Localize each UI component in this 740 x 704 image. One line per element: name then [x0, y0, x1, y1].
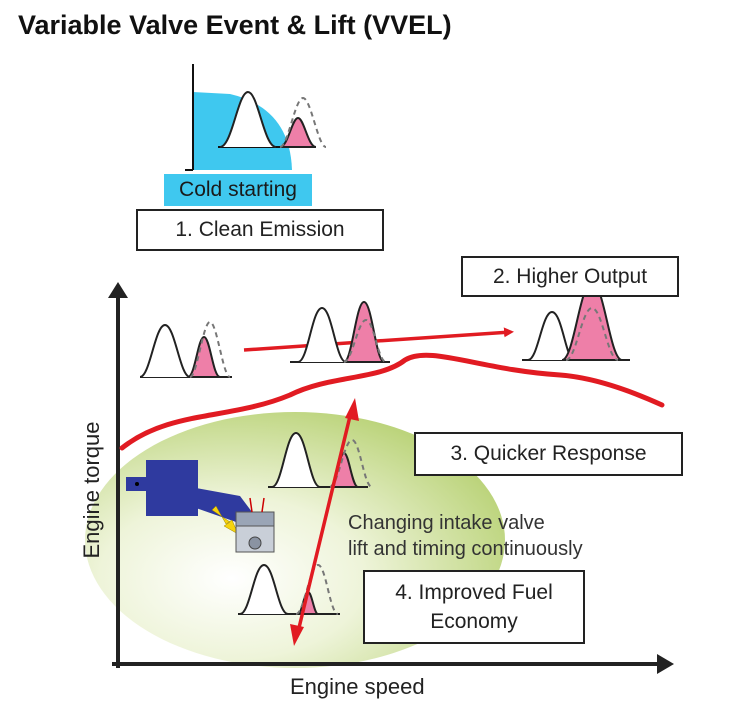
clean-emission-label: 1. Clean Emission: [175, 218, 345, 241]
axes: [108, 282, 674, 674]
valve-profile-high: [522, 280, 630, 361]
improved-fuel-economy-box: 4. Improved Fuel Economy: [363, 570, 585, 644]
clean-emission-box: 1. Clean Emission: [136, 209, 384, 251]
intake-flow-arrow: [211, 505, 239, 535]
improved-fuel-economy-label-1: 4. Improved Fuel: [395, 581, 553, 604]
improved-fuel-economy-label-2: Economy: [430, 610, 518, 633]
quicker-response-box: 3. Quicker Response: [414, 432, 683, 476]
cylinder-head: [235, 511, 275, 527]
cold-intake-dashed: [279, 96, 327, 148]
quicker-response-label: 3. Quicker Response: [450, 442, 647, 465]
torque-curve: [119, 352, 665, 451]
cold-exhaust-curve: [219, 90, 277, 148]
note-line-2: lift and timing continuously: [348, 538, 583, 560]
x-axis-label: Engine speed: [290, 674, 425, 699]
higher-output-label: 2. Higher Output: [492, 264, 648, 288]
note-line-1: Changing intake valve: [348, 512, 545, 534]
diagram-title: Variable Valve Event & Lift (VVEL): [18, 10, 452, 40]
lift-change-arrow: [290, 398, 359, 646]
valve-profile-low: [139, 320, 232, 378]
cold-start-chart: [185, 64, 327, 171]
continuous-change-note: Changing intake valve lift and timing co…: [348, 510, 583, 562]
engine-illustration: [126, 460, 275, 553]
cold-starting-label: Cold starting: [164, 174, 312, 206]
higher-output-box: 2. Higher Output: [461, 256, 679, 297]
cold-intake-curve: [279, 116, 317, 148]
valve-profile-mid: [290, 300, 390, 363]
y-axis-label: Engine torque: [79, 421, 104, 559]
